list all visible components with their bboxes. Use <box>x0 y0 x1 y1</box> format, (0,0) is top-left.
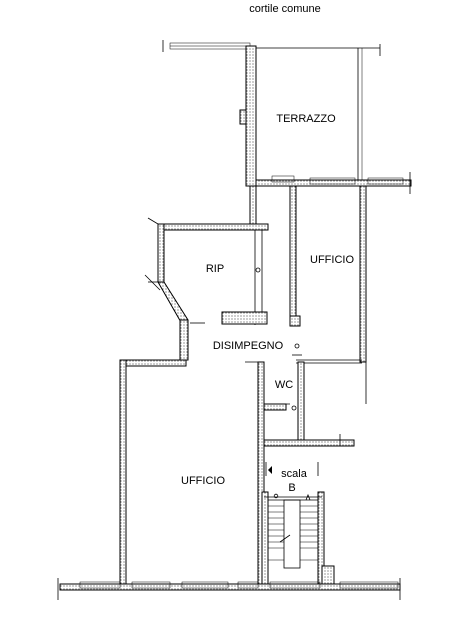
wc-walls <box>263 361 355 447</box>
header-label: cortile comune <box>249 3 321 15</box>
stair-label-line1: scala <box>281 468 308 480</box>
stair-label-line2: B <box>288 482 295 494</box>
room-label-ufficio-right: UFFICIO <box>310 254 354 266</box>
staircase <box>261 462 335 585</box>
room-label-ufficio-left: UFFICIO <box>181 475 225 487</box>
terrazzo-bottom-wall <box>255 172 412 194</box>
room-label-terrazzo: TERRAZZO <box>276 113 336 125</box>
ufficio-left-walls <box>119 359 265 586</box>
room-label-wc: WC <box>275 379 293 391</box>
wall-center-vertical <box>249 185 257 227</box>
room-label-rip: RIP <box>206 263 224 275</box>
window-top-right <box>255 44 381 56</box>
bottom-wall <box>57 578 401 600</box>
terrazzo-walls <box>239 45 363 187</box>
ufficio-right-walls <box>289 185 367 404</box>
disimpegno-door <box>289 315 302 356</box>
rip-walls <box>144 217 269 361</box>
room-label-disimpegno: DISIMPEGNO <box>213 340 284 352</box>
window-top-left <box>162 40 251 52</box>
